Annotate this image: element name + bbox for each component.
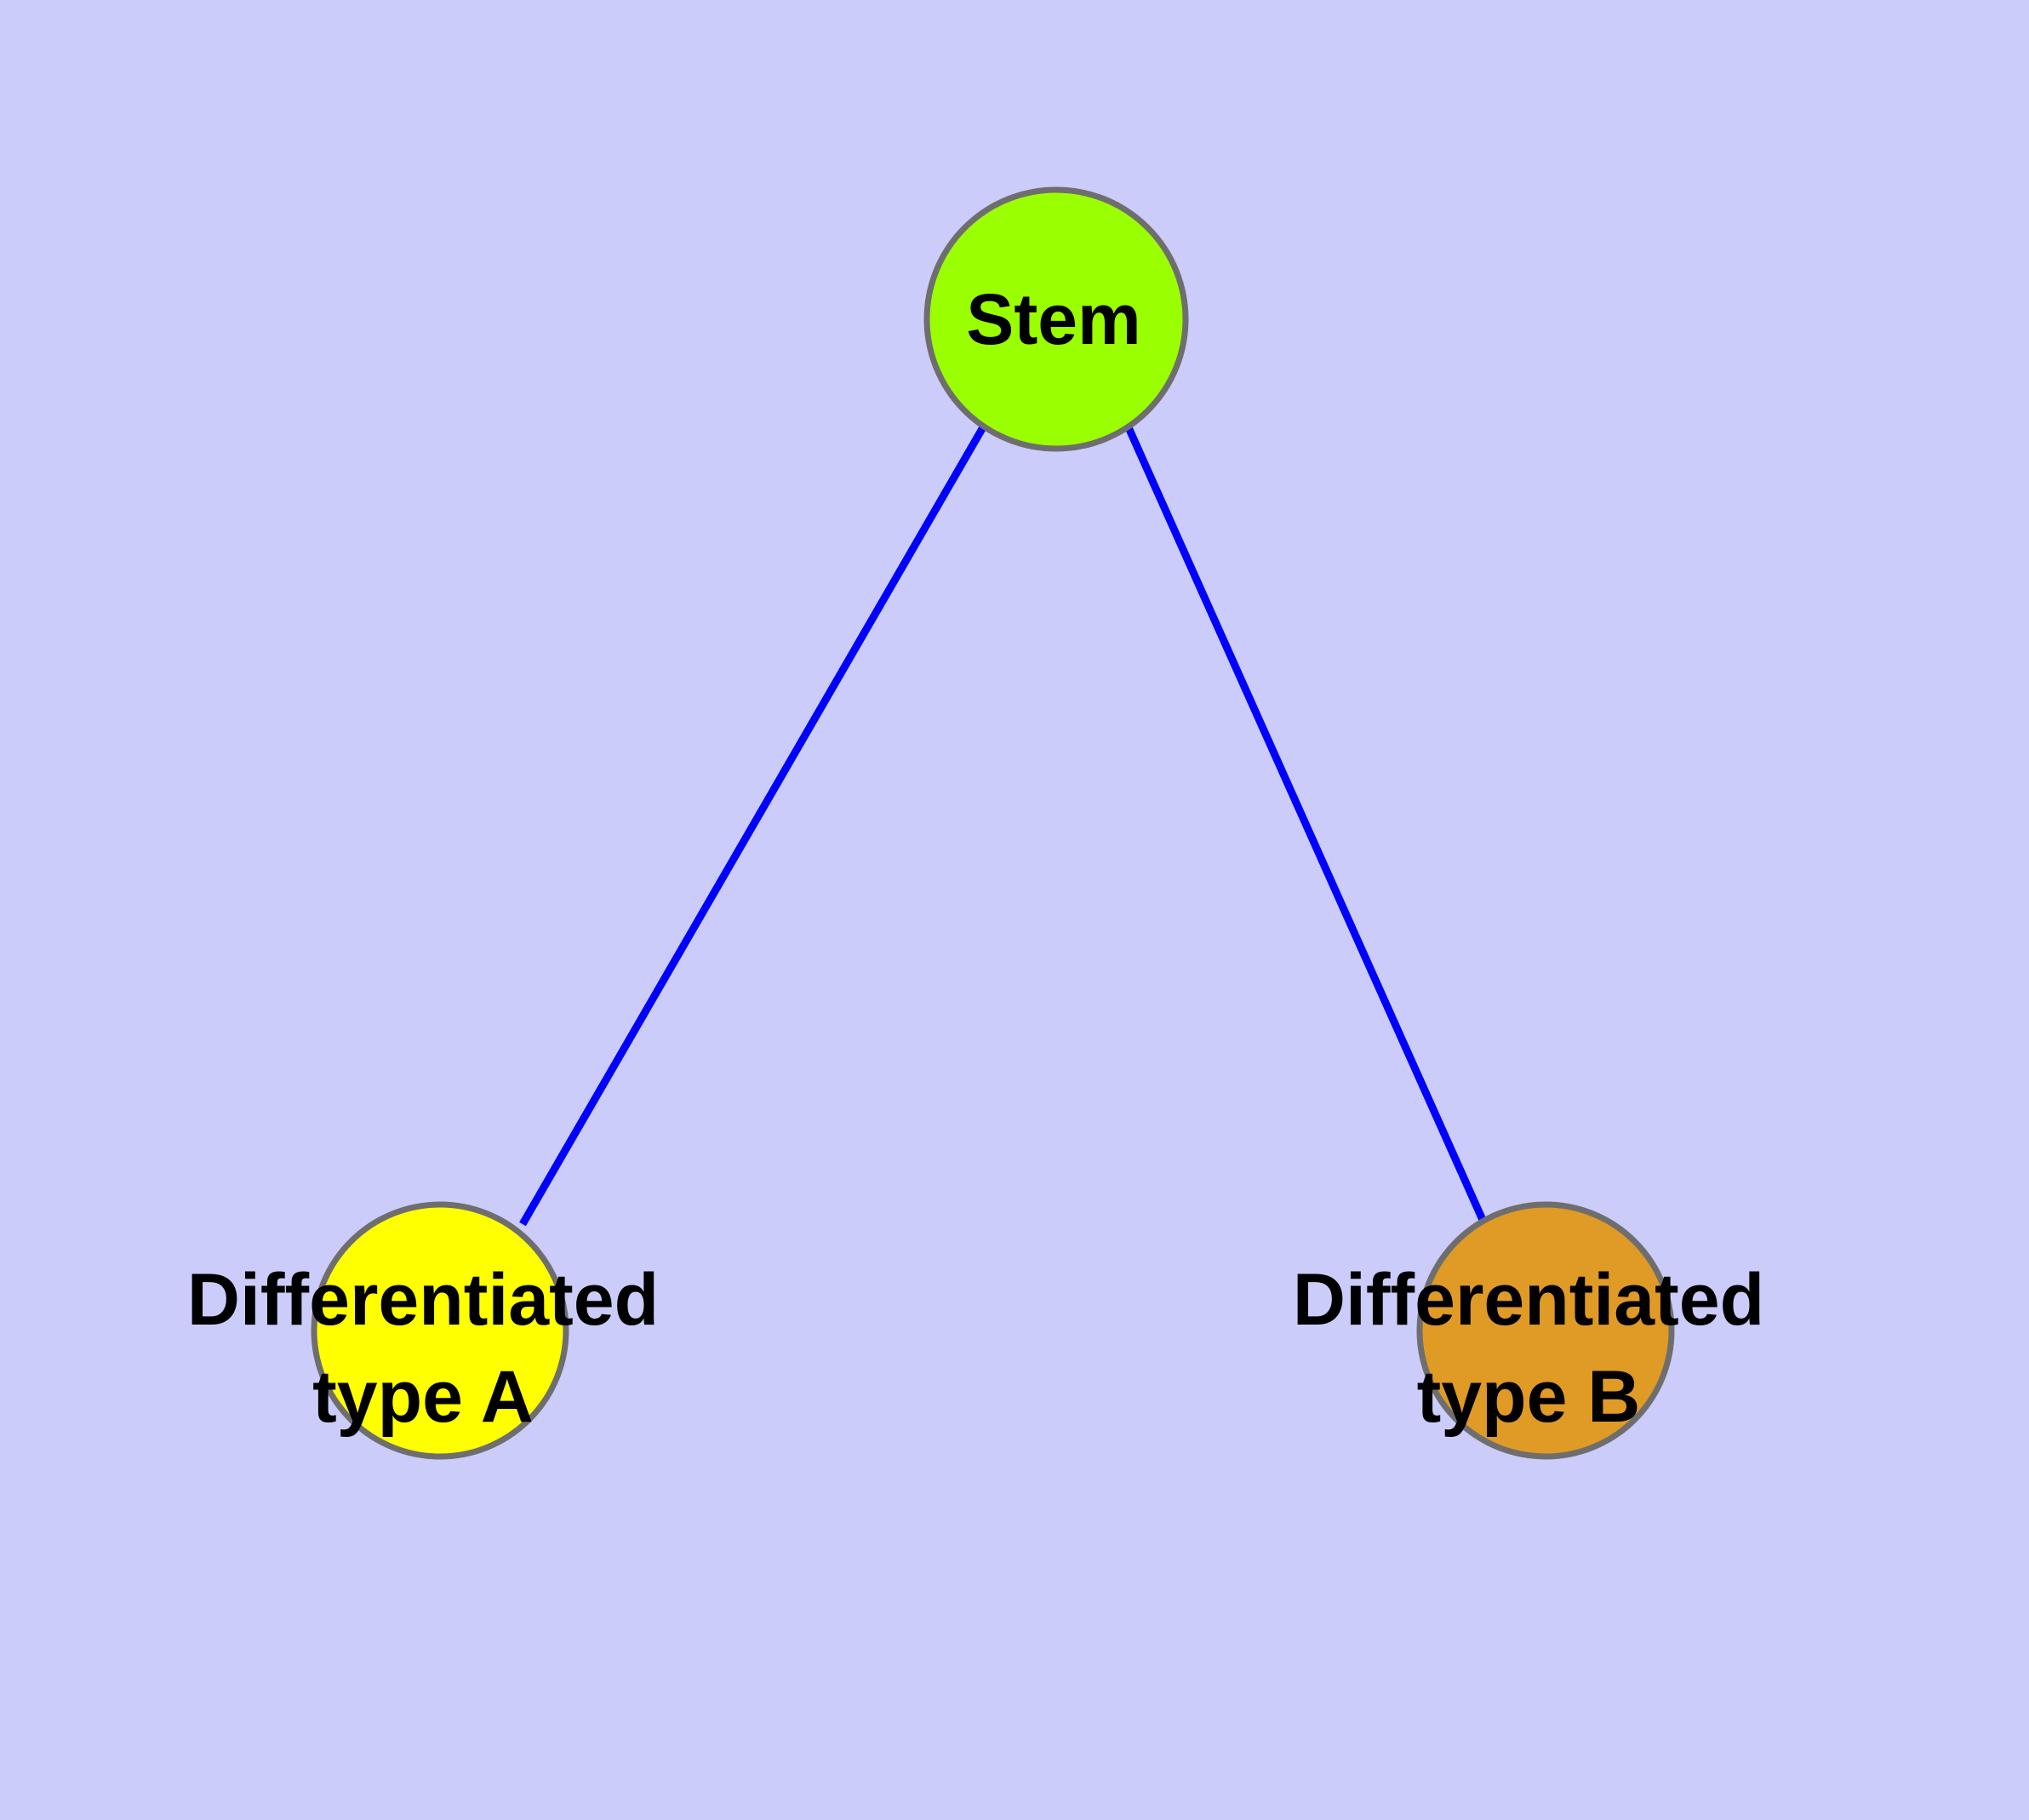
node-layer	[311, 186, 1675, 1460]
node-label-differentiated-type-a-line2: type A	[312, 1356, 534, 1438]
node-differentiated-type-a[interactable]	[311, 1201, 569, 1460]
node-label-stem: Stem	[966, 279, 1140, 359]
node-stem[interactable]	[923, 186, 1189, 452]
node-label-differentiated-type-b-line1: Differentiated	[1293, 1259, 1764, 1341]
node-label-differentiated-type-b-line2: type B	[1417, 1356, 1641, 1438]
node-differentiated-type-b[interactable]	[1416, 1201, 1675, 1460]
label-layer: Stem Differentiated type A Differentiate…	[187, 279, 1764, 1438]
edge-layer	[519, 424, 1487, 1227]
node-label-differentiated-type-a-line1: Differentiated	[187, 1259, 659, 1341]
edge-stem-to-differentiated-type-a[interactable]	[519, 425, 986, 1227]
edge-stem-to-differentiated-type-b[interactable]	[1123, 424, 1487, 1222]
